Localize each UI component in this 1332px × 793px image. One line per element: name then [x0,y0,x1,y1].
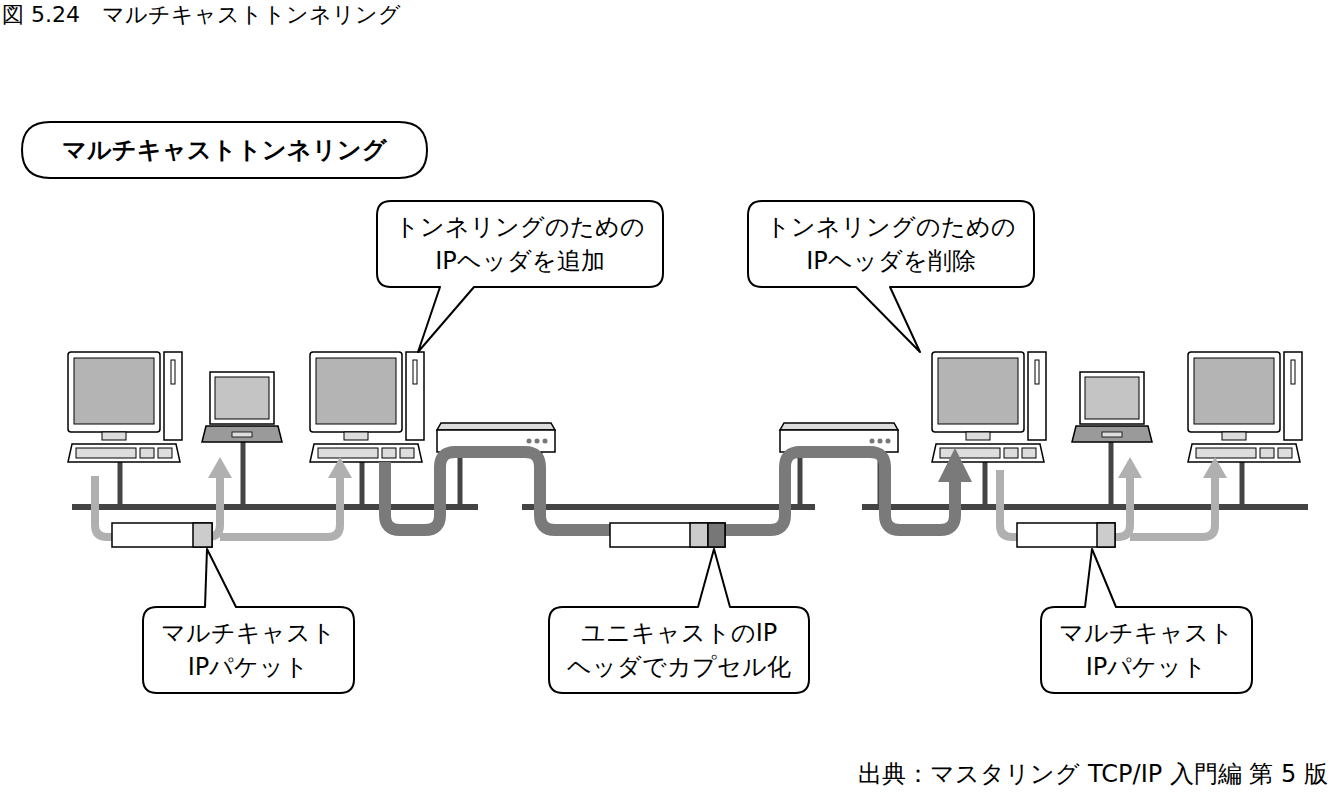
bubble-outline [748,201,1034,352]
drop-lines [120,442,1242,507]
callout-text: マルチキャスト IPパケット [1059,616,1234,684]
laptop-pc [202,372,282,442]
desktop-pc [1188,352,1302,462]
callout-text: マルチキャスト IPパケット [161,616,336,684]
callout-bubble: トンネリングのための IPヘッダを追加 [377,201,663,287]
source-note: 出典：マスタリング TCP/IP 入門編 第 5 版 [858,758,1328,790]
title-pill: マルチキャストトンネリング [22,122,427,178]
ip-packet [112,523,212,547]
callout-text: ユニキャストのIP ヘッダでカプセル化 [567,616,791,684]
callout-text: トンネリングのための IPヘッダを削除 [766,210,1016,278]
callout-bubble: マルチキャスト IPパケット [1041,607,1252,693]
callout-bubble: トンネリングのための IPヘッダを削除 [748,201,1034,287]
laptop-pc [1072,372,1152,442]
desktop-pc [932,352,1046,462]
callout-bubble: ユニキャストのIP ヘッダでカプセル化 [549,607,809,693]
tunnel-flow [385,452,955,530]
callout-bubble: マルチキャスト IPパケット [143,607,354,693]
network-bus [72,504,1308,510]
figure-title: 図 5.24 マルチキャストトンネリング [2,1,401,29]
callout-text: トンネリングのための IPヘッダを追加 [395,210,645,278]
pill-outline [22,122,427,178]
desktop-pc [68,352,182,462]
bubble-outline [1041,549,1252,693]
bubble-outline [377,201,663,352]
multicast-arrowhead [208,457,1227,478]
ip-packet [1017,523,1115,547]
bubble-outline [143,549,354,693]
callout-text: マルチキャストトンネリング [62,133,387,167]
bubble-outline [549,549,809,693]
desktop-pc [310,352,424,462]
encapsulated-packet [610,523,725,547]
tunnel-arrowhead [938,448,972,482]
